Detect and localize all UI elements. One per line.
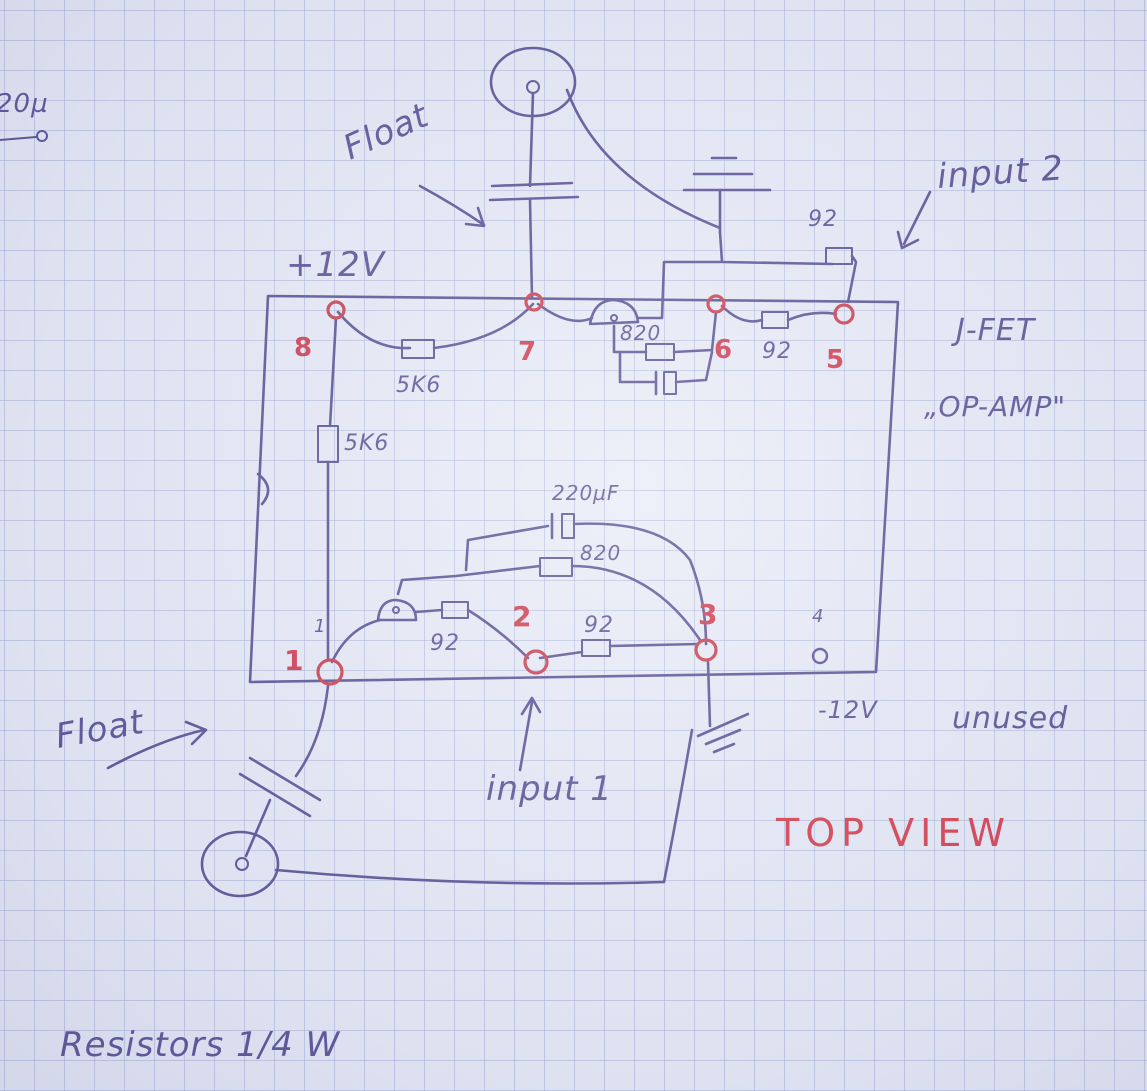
pin-7-label: 7: [518, 337, 536, 367]
resistor-92-top-far: [825, 247, 853, 265]
resistor-92-bottom-mid: [581, 639, 611, 657]
resistor-5k6-left: [317, 425, 339, 463]
top-left-fragment-label: 20µ: [0, 89, 49, 119]
wire-cap-left: [618, 350, 656, 384]
wire-cap-right: [674, 350, 714, 384]
wire-pin1-tr: [330, 618, 382, 664]
wire-92-pin5: [846, 254, 858, 304]
top-view-label: TOP VIEW: [775, 811, 1011, 855]
wire-820-pin3: [570, 564, 702, 642]
input1-arrow: [518, 700, 534, 772]
wire-ground-92: [718, 230, 834, 266]
wire-cap-pin7: [528, 198, 534, 300]
cap-top-plate2: [488, 195, 580, 202]
resistor-92-bottom-mid-label: 92: [584, 613, 614, 638]
pin-7: [524, 292, 544, 312]
resistor-820-bottom-label: 820: [580, 541, 621, 565]
pin-3: [694, 638, 718, 662]
notch: [256, 472, 270, 506]
float-bottom-label: Float: [53, 702, 148, 757]
unused-label: unused: [952, 701, 1068, 736]
ground-symbol-bottom: [696, 712, 750, 754]
transistor-bottom: [376, 598, 418, 622]
cap-top-plate1: [490, 181, 574, 188]
resistor-820-top-label: 820: [620, 321, 661, 345]
resistors-note: Resistors 1/4 W: [60, 1025, 341, 1065]
pin-4: [811, 647, 829, 665]
wire-pin1-cap: [294, 684, 330, 778]
wire-92-pin5b: [786, 311, 838, 322]
pin-8: [326, 300, 346, 320]
cap-bottom-plate1: [248, 756, 322, 802]
pin-6-label: 6: [714, 335, 732, 365]
pin-1-label: 1: [284, 644, 303, 677]
wire-jack-shield-top: [565, 88, 722, 230]
input1-label: input 1: [486, 769, 613, 809]
wire-pin7-tr: [536, 302, 594, 323]
wire-820-bottom-left: [396, 564, 542, 596]
wire-pin6-92: [720, 304, 764, 323]
resistor-5k6-top-label: 5K6: [396, 373, 441, 398]
pin-3-label: 3: [698, 598, 717, 631]
wire-ground-shield: [662, 728, 694, 884]
input2-arrow: [902, 190, 932, 246]
pin-2: [523, 649, 549, 675]
jfet-label: J-FET: [951, 313, 1037, 348]
wire-pin8-down: [328, 316, 338, 428]
wire-92-pin3b: [608, 642, 700, 648]
wire-pin8-res: [336, 310, 412, 350]
pin-8-label: 8: [294, 333, 312, 363]
opamp-board-outline: [248, 294, 900, 684]
wire-pin3-ground: [706, 660, 712, 728]
minus12v-label: -12V: [818, 696, 878, 724]
resistor-820-top: [645, 343, 675, 361]
float-top-arrow: [418, 184, 486, 227]
cap220-plate2: [561, 513, 575, 539]
pin-4-label: 4: [812, 606, 824, 627]
rca-jack-bottom: [200, 830, 280, 898]
input2-arrowhead: [896, 230, 920, 250]
opamp-label: „OP-AMP": [924, 390, 1066, 423]
wire-cap-jack: [244, 798, 272, 858]
wire-tr-up: [636, 260, 722, 320]
cap-bottom-plate2: [238, 772, 312, 818]
input1-arrowhead: [520, 696, 542, 716]
resistor-5k6-left-label: 5K6: [344, 431, 389, 456]
resistor-92-bottom-left-label: 92: [430, 631, 460, 656]
pin-1: [316, 658, 344, 686]
resistor-92-top-right: [761, 311, 789, 329]
transistor-top: [588, 298, 640, 326]
float-top-arrowhead: [464, 206, 486, 228]
top-left-fragment: 20µ: [0, 89, 49, 142]
wire-cap220-left: [464, 524, 550, 572]
cap-small-plate2: [663, 371, 677, 395]
pin-6: [706, 294, 726, 314]
resistor-820-bottom: [539, 557, 573, 577]
wire-jack-shield-bottom: [274, 868, 666, 885]
pin-2-label: 2: [512, 600, 531, 633]
pin-5: [833, 303, 855, 325]
resistor-92-bottom-left: [441, 601, 469, 619]
float-bottom-arrowhead: [184, 720, 208, 746]
wire-jack-top: [528, 91, 535, 188]
cap220-label: 220µF: [552, 481, 619, 505]
resistor-92-top-right-label: 92: [762, 339, 792, 364]
wire-92-pin2: [466, 608, 530, 660]
float-top-label: Float: [337, 95, 435, 168]
wire-tr-820: [612, 324, 648, 354]
ground-symbol-top: [682, 156, 772, 234]
float-bottom-arrow: [106, 728, 206, 770]
pin-5-label: 5: [826, 345, 844, 375]
resistor-92-top-far-label: 92: [808, 207, 838, 232]
pin-1-small-label: 1: [314, 616, 326, 637]
wire-820-pin6: [672, 310, 718, 354]
wire-tr-92: [414, 608, 444, 614]
plus12v-label: +12V: [286, 245, 387, 285]
wire-res-pin7: [432, 302, 535, 350]
wire-cap220-pin3: [572, 522, 708, 646]
input2-label: input 2: [936, 148, 1065, 197]
